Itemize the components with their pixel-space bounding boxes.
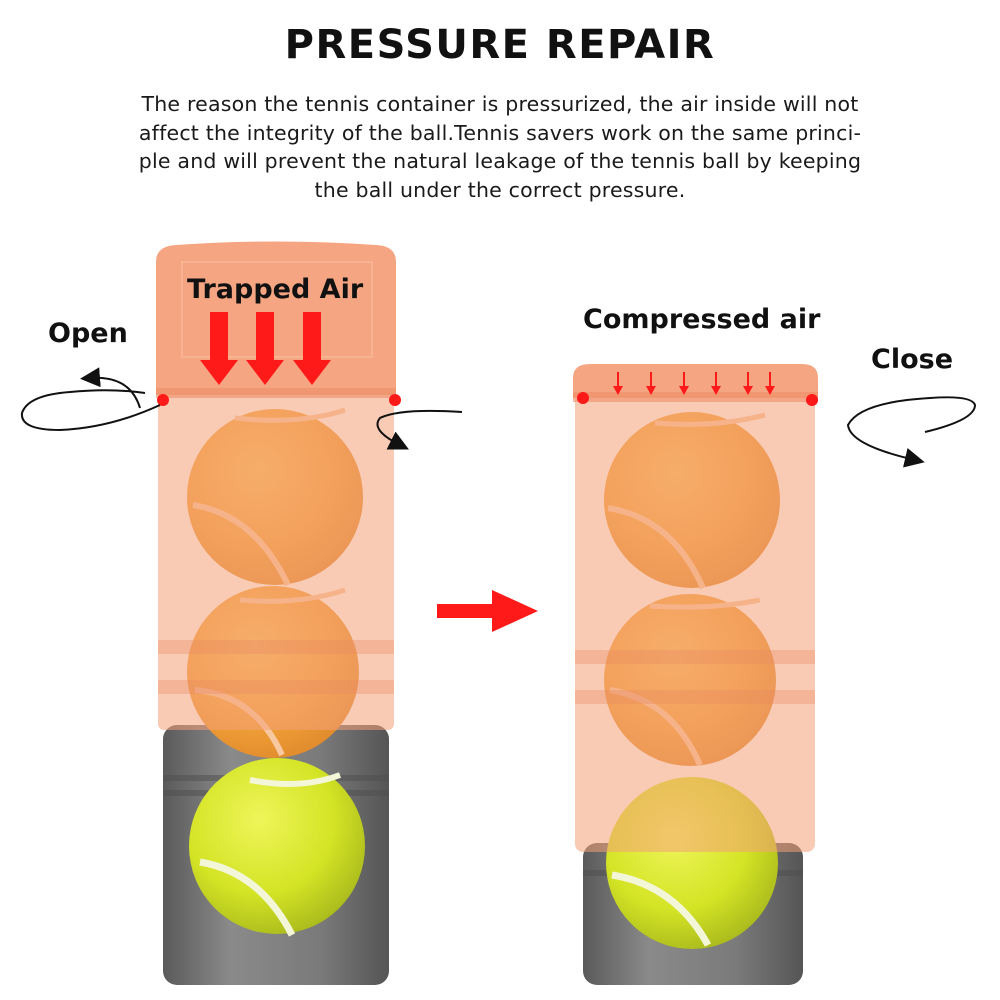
page-title: PRESSURE REPAIR [284,22,716,68]
trapped-air-arrows [200,312,331,385]
left-container [156,241,401,985]
seal-dot [389,394,401,406]
twist-arrow-right [376,409,463,450]
close-label: Close [871,344,954,375]
description-line: the ball under the correct pressure. [314,177,686,202]
trapped-air-label: Trapped Air [187,274,364,305]
open-label: Open [48,318,128,349]
description-line: The reason the tennis container is press… [141,92,859,116]
description-line: affect the integrity of the ball.Tennis … [138,120,862,145]
seal-dot [577,392,589,404]
left-cap [156,241,396,395]
description-text: The reason the tennis container is press… [90,90,910,204]
left-sleeve [158,392,394,730]
close-rotation-arrow [846,396,977,468]
compressed-air-label: Compressed air [583,304,821,335]
open-rotation-arrow [20,367,161,432]
right-sleeve [575,392,815,852]
description-line: ple and will prevent the natural leakage… [138,149,862,173]
transition-arrow [437,590,538,632]
compressed-air-arrows [613,372,775,395]
right-container [573,364,818,985]
seal-dot [157,394,169,406]
tennis-ball-yellow [189,758,365,937]
right-cap [573,364,818,398]
seal-dot [806,394,818,406]
